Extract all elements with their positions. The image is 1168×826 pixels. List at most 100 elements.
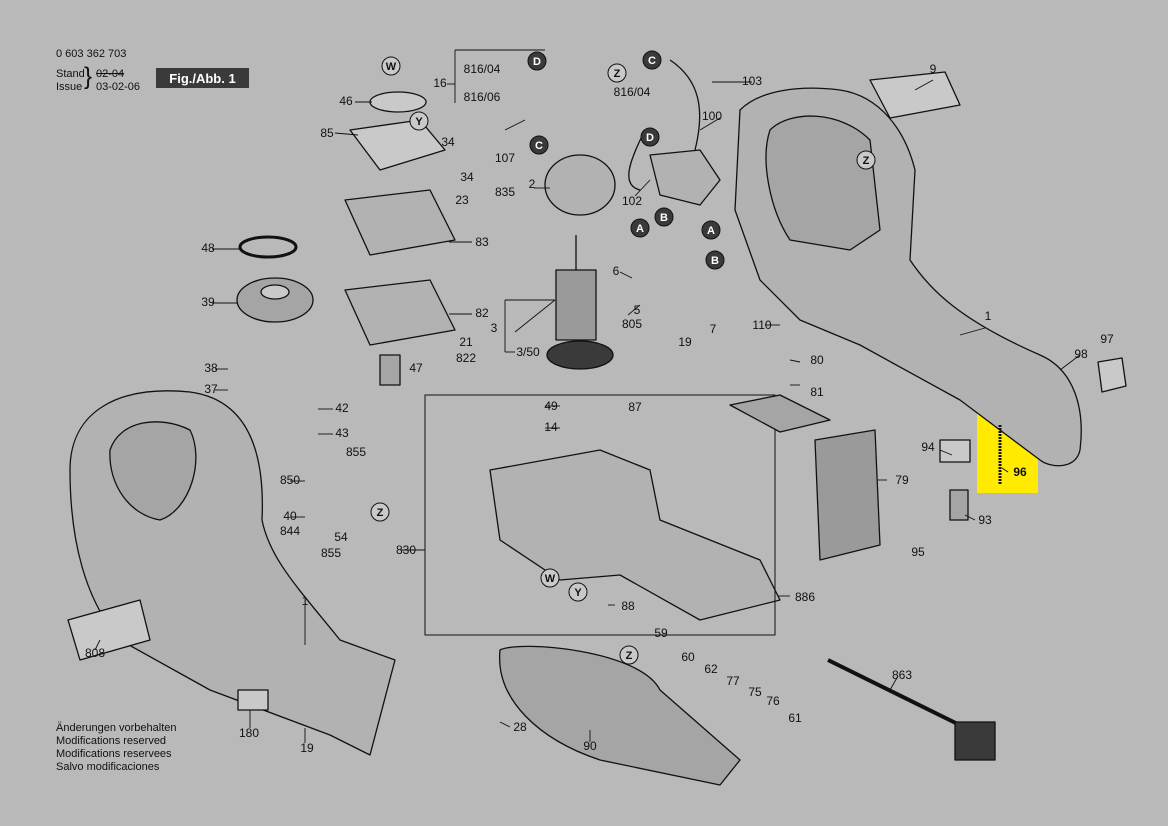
- lever-plate: [729, 394, 831, 433]
- part-label-54: 54: [334, 530, 348, 544]
- marker-a: A: [636, 223, 644, 235]
- part-label-103: 103: [742, 74, 762, 88]
- part-label-2: 2: [529, 177, 536, 191]
- note-es: Salvo modificaciones: [56, 761, 160, 773]
- issue-value: 03-02-06: [96, 81, 141, 93]
- marker-y: Y: [415, 116, 423, 128]
- part-label-28: 28: [513, 720, 527, 734]
- stand-label: Stand: [56, 68, 85, 80]
- rod-end-863: [954, 721, 996, 761]
- part-label-43: 43: [335, 426, 349, 440]
- part-label-60: 60: [681, 650, 695, 664]
- note-fr: Modifications reservees: [56, 748, 172, 760]
- armature-rotor: [555, 269, 597, 341]
- part-label-850: 850: [280, 473, 300, 487]
- part-label-855: 855: [321, 546, 341, 560]
- part-label-19: 19: [300, 741, 314, 755]
- marker-b: B: [660, 212, 668, 224]
- part-label-816-04: 816/04: [464, 62, 501, 76]
- marker-w: W: [386, 61, 397, 73]
- part-label-3-50: 3/50: [516, 345, 540, 359]
- part-94: [939, 439, 971, 463]
- part-label-83: 83: [475, 235, 489, 249]
- part-label-107: 107: [495, 151, 515, 165]
- part-label-90: 90: [583, 739, 597, 753]
- part-label-77: 77: [726, 674, 740, 688]
- part-label-6: 6: [613, 264, 620, 278]
- figure-label: Fig./Abb. 1: [156, 68, 249, 88]
- note-de: Änderungen vorbehalten: [56, 722, 177, 734]
- part-label-102: 102: [622, 194, 642, 208]
- marker-d: D: [533, 56, 541, 68]
- switch-body: [649, 149, 721, 206]
- part-label-830: 830: [396, 543, 416, 557]
- part-93: [949, 489, 969, 521]
- stand-value: 02-04: [96, 68, 125, 80]
- marker-b: B: [711, 255, 719, 267]
- part-label-7: 7: [710, 322, 717, 336]
- part-label-816-06: 816/06: [464, 90, 501, 104]
- part-label-100: 100: [702, 109, 722, 123]
- gear-39-hub: [260, 284, 290, 300]
- gearbox-frame: [424, 394, 776, 636]
- part-label-886: 886: [795, 590, 815, 604]
- label-180: [237, 689, 269, 711]
- part-label-5: 5: [634, 303, 641, 317]
- part-label-37: 37: [204, 382, 218, 396]
- part-label-96: 96: [1013, 465, 1027, 479]
- marker-w: W: [545, 573, 556, 585]
- part-label-816-04: 816/04: [614, 85, 651, 99]
- fan-3-50: [546, 340, 614, 370]
- right-housing-cavity: [765, 115, 881, 251]
- washer-46: [369, 91, 427, 113]
- needle-bearing-47: [379, 354, 401, 386]
- part-label-1: 1: [302, 594, 309, 608]
- part-label-16: 16: [433, 76, 447, 90]
- marker-c: C: [535, 140, 543, 152]
- part-label-62: 62: [704, 662, 718, 676]
- part-label-59: 59: [654, 626, 668, 640]
- part-label-61: 61: [788, 711, 802, 725]
- part-label-39: 39: [201, 295, 215, 309]
- part-label-855: 855: [346, 445, 366, 459]
- part-label-82: 82: [475, 306, 489, 320]
- part-label-88: 88: [621, 599, 635, 613]
- part-label-21: 21: [459, 335, 473, 349]
- part-label-97: 97: [1100, 332, 1114, 346]
- part-label-40: 40: [283, 509, 297, 523]
- part-label-85: 85: [320, 126, 334, 140]
- issue-label: Issue: [56, 81, 83, 93]
- label-plate-808: [67, 599, 151, 661]
- cable-102: [628, 129, 646, 191]
- part-label-81: 81: [810, 385, 824, 399]
- gearbox-body: [489, 449, 781, 621]
- part-number: 0 603 362 703: [56, 48, 127, 60]
- part-label-48: 48: [201, 241, 215, 255]
- part-label-93: 93: [978, 513, 992, 527]
- part-label-805: 805: [622, 317, 642, 331]
- base-plate-90: [499, 645, 741, 786]
- part-label-76: 76: [766, 694, 780, 708]
- part-label-38: 38: [204, 361, 218, 375]
- part-label-46: 46: [339, 94, 353, 108]
- marker-z: Z: [377, 507, 384, 519]
- part-label-14: 14: [544, 420, 558, 434]
- brace-glyph: }: [84, 63, 93, 90]
- part-label-110: 110: [752, 318, 771, 332]
- part-label-80: 80: [810, 353, 824, 367]
- shoe-79: [814, 429, 881, 561]
- part-label-808: 808: [85, 646, 105, 660]
- gear-39: [236, 277, 314, 323]
- part-label-34: 34: [441, 135, 455, 149]
- part-label-42: 42: [335, 401, 349, 415]
- left-housing-grip: [109, 421, 197, 521]
- part-label-47: 47: [409, 361, 423, 375]
- marker-y: Y: [574, 587, 582, 599]
- part-label-87: 87: [628, 400, 642, 414]
- part-label-75: 75: [748, 685, 762, 699]
- part-9-plate: [869, 71, 961, 119]
- part-label-3: 3: [491, 321, 498, 335]
- plate-83: [344, 189, 456, 256]
- part-label-49: 49: [544, 399, 558, 413]
- part-label-19: 19: [678, 335, 692, 349]
